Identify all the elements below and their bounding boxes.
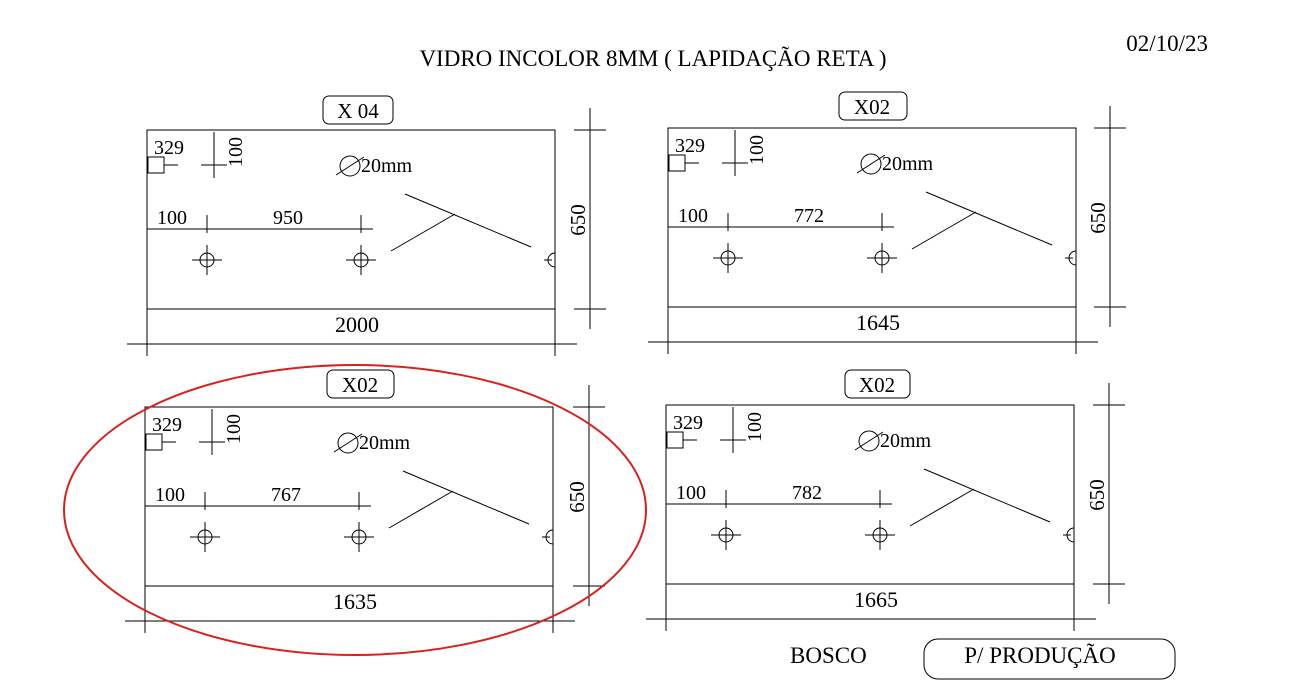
quantity-label: X02 (854, 95, 890, 119)
diameter-symbol-slash (856, 154, 886, 174)
diagonal-line-2 (388, 490, 454, 529)
corner-y-dimension: 100 (746, 135, 768, 165)
corner-y-dimension: 100 (223, 414, 245, 444)
hole-diameter-label: 20mm (359, 432, 411, 454)
hole-marker-1 (192, 245, 222, 275)
diameter-symbol-circle (858, 430, 880, 452)
status-label: P/ PRODUÇÃO (964, 643, 1115, 668)
diagonal-line-1 (404, 193, 532, 248)
corner-cutout-square (145, 433, 163, 451)
hole-diameter-label: 20mm (880, 430, 932, 452)
corner-y-dimension: 100 (744, 412, 766, 442)
glass-outline (146, 129, 556, 310)
hole-marker-2 (344, 522, 374, 552)
hole-marker-1 (711, 520, 741, 550)
diagonal-line-2 (909, 488, 975, 527)
diagonal-line-2 (390, 213, 456, 252)
quantity-bubble (322, 95, 394, 125)
diagonal-line-2 (911, 211, 977, 250)
hole-spacing-dimension: 767 (271, 484, 301, 506)
quantity-bubble (326, 369, 395, 399)
diameter-symbol-slash (333, 433, 363, 453)
width-dimension: 1645 (856, 310, 900, 335)
hole-marker-1 (190, 522, 220, 552)
height-dimension: 650 (1086, 202, 1110, 234)
hole-marker-2 (865, 520, 895, 550)
diagonal-line-1 (925, 191, 1053, 246)
corner-x-dimension: 329 (154, 137, 184, 159)
height-dimension: 650 (1085, 479, 1109, 511)
status-frame (923, 638, 1176, 680)
highlight-ellipse (63, 364, 647, 656)
width-dimension: 2000 (335, 312, 379, 337)
quantity-bubble (838, 91, 908, 121)
hole-diameter-label: 20mm (882, 153, 934, 175)
glass-piece-4: X02 329 100 20mm 100 782 1665 650 (646, 369, 1125, 631)
glass-outline (144, 406, 554, 587)
glass-outline (665, 404, 1075, 585)
left-offset-dimension: 100 (155, 484, 185, 506)
hole-marker-2 (346, 245, 376, 275)
width-dimension: 1665 (854, 587, 898, 612)
corner-cutout-square (668, 154, 686, 172)
drawing-date: 02/10/23 (1126, 31, 1208, 56)
corner-x-dimension: 329 (152, 414, 182, 436)
glass-piece-1: X 04 329 100 20mm 100 950 2000 650 (127, 95, 606, 356)
diagonal-line-1 (923, 468, 1051, 523)
corner-cutout-square (147, 156, 165, 174)
corner-x-dimension: 329 (675, 135, 705, 157)
diameter-symbol-slash (854, 431, 884, 451)
client-name: BOSCO (790, 643, 867, 668)
diameter-symbol-circle (337, 432, 359, 454)
diameter-symbol-circle (860, 153, 882, 175)
left-offset-dimension: 100 (676, 482, 706, 504)
hole-spacing-dimension: 782 (792, 482, 822, 504)
corner-cutout-square (666, 431, 684, 449)
diameter-symbol-circle (339, 155, 361, 177)
glass-piece-2: X02 329 100 20mm 100 772 1645 650 (648, 91, 1126, 354)
drawing-title: VIDRO INCOLOR 8MM ( LAPIDAÇÃO RETA ) (419, 46, 886, 71)
quantity-label: X02 (859, 373, 895, 397)
left-offset-dimension: 100 (678, 205, 708, 227)
glass-outline (667, 127, 1077, 308)
height-dimension: 650 (565, 481, 589, 513)
diameter-symbol-slash (335, 156, 365, 176)
corner-x-dimension: 329 (673, 412, 703, 434)
hole-spacing-dimension: 950 (273, 207, 303, 229)
quantity-label: X02 (342, 373, 378, 397)
width-dimension: 1635 (333, 589, 377, 614)
hole-marker-1 (713, 243, 743, 273)
glass-piece-3: X02 329 100 20mm 100 767 1635 650 (63, 364, 647, 656)
hole-spacing-dimension: 772 (794, 205, 824, 227)
left-offset-dimension: 100 (157, 207, 187, 229)
height-dimension: 650 (566, 204, 590, 236)
hole-diameter-label: 20mm (361, 155, 413, 177)
diagonal-line-1 (402, 470, 530, 525)
quantity-bubble (844, 369, 911, 399)
quantity-label: X 04 (337, 99, 379, 123)
hole-marker-2 (867, 243, 897, 273)
corner-y-dimension: 100 (225, 137, 247, 167)
